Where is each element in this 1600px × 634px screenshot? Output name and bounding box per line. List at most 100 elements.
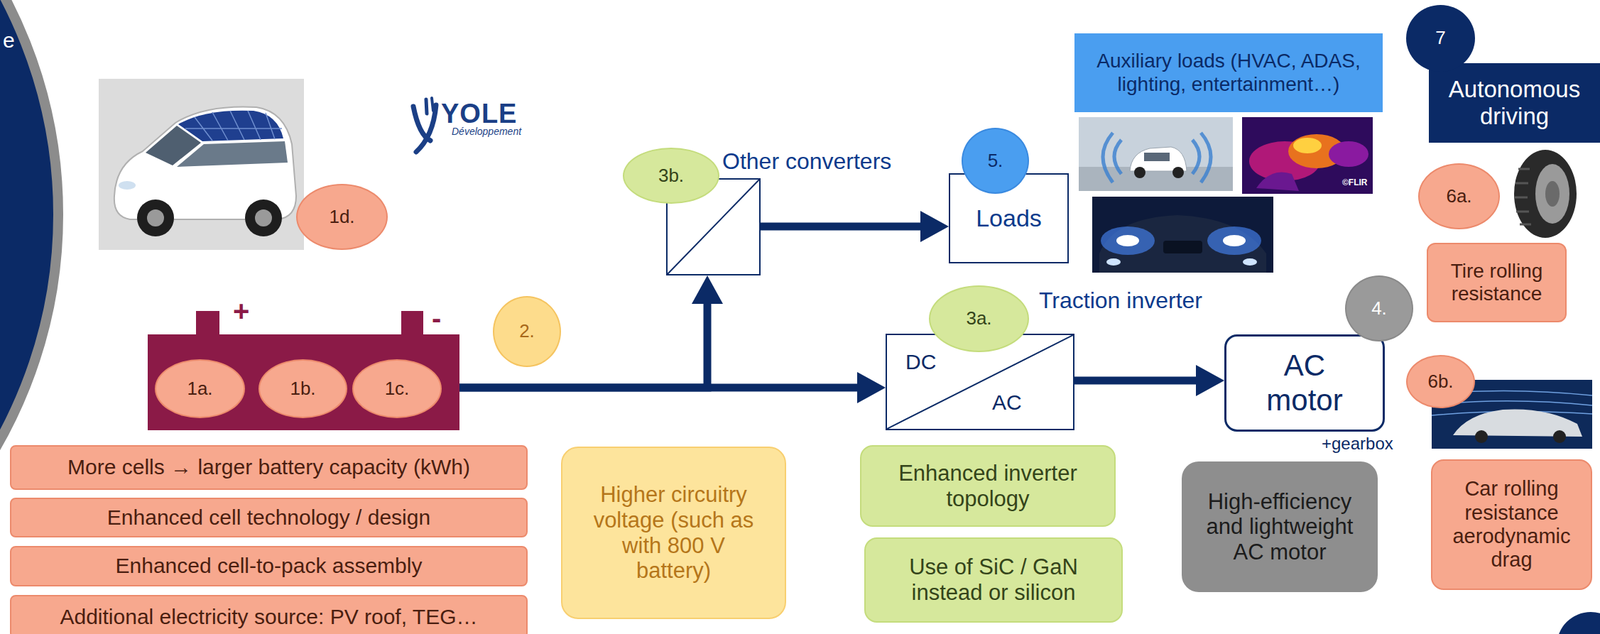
improvement-box: Higher circuitry voltage (such as with 8… (561, 446, 787, 620)
text-block: 1b. (289, 378, 316, 400)
improvement-box: Additional electricity source: PV roof, … (9, 595, 528, 634)
box-label: Car rolling resistance aerodynamic drag (1439, 477, 1584, 572)
headlight-photo (1163, 240, 1203, 254)
callout-number: 1b. (289, 378, 316, 400)
text-block: 3a. (965, 308, 992, 330)
inverter-label: Traction inverter (1038, 287, 1203, 314)
headlight-photo (1207, 226, 1262, 255)
wind-tunnel-photo (1475, 430, 1488, 444)
headlight-photo (1116, 235, 1140, 247)
converter-diagonal (667, 179, 760, 275)
solar-car-photo (118, 181, 136, 190)
solar-car-photo (98, 78, 304, 250)
box-label: Loads (975, 204, 1042, 233)
headlight-photo (1092, 196, 1274, 273)
tire-photo (1514, 169, 1532, 225)
solar-car-photo (178, 110, 284, 142)
text-block: 6b. (1427, 371, 1453, 393)
text-block: Additional electricity source: PV roof, … (59, 605, 478, 630)
topic-box: Autonomous driving (1428, 63, 1600, 143)
box-label: Autonomous driving (1434, 75, 1595, 130)
text-block: 5. (987, 150, 1004, 172)
connector-arrow (760, 222, 921, 231)
callout-number: 3b. (658, 165, 684, 187)
callout-number: 4. (1345, 275, 1414, 342)
improvement-box: Enhanced cell technology / design (9, 497, 528, 538)
box-label: Higher circuitry voltage (such as with 8… (585, 482, 763, 584)
text-block: Autonomous driving (1434, 75, 1595, 130)
callout-number: 5. (961, 127, 1030, 194)
improvement-box: Enhanced cell-to-pack assembly (9, 546, 528, 587)
text-block: 4. (1371, 298, 1387, 320)
text-block: 6a. (1445, 186, 1472, 208)
headlight-photo (1242, 258, 1257, 266)
solar-car-photo (147, 209, 165, 227)
solar-car-photo (185, 110, 282, 141)
text-block: Enhanced inverter topology (868, 460, 1108, 512)
box-label: High-efficiency and lightweight AC motor (1190, 489, 1370, 566)
motor-box: AC motor+gearbox (1224, 334, 1385, 432)
adas-photo (1134, 166, 1146, 179)
box-label: Enhanced inverter topology (868, 460, 1108, 512)
improvement-box: Car rolling resistance aerodynamic drag (1430, 459, 1593, 591)
box-label: Additional electricity source: PV roof, … (59, 605, 478, 630)
info-box: Auxiliary loads (HVAC, ADAS, lighting, e… (1074, 33, 1383, 113)
tire-photo (1545, 181, 1560, 207)
adas-photo (1144, 152, 1170, 162)
callout-number: 2. (492, 296, 562, 368)
cell-ellipse: 1c. (352, 359, 442, 419)
logo-mark (413, 98, 437, 152)
solar-car-photo (137, 199, 174, 237)
solar-car-photo (98, 78, 304, 250)
section-circle: e (0, 0, 64, 634)
battery-terminal (401, 311, 424, 336)
text-block: Enhanced cell technology / design (107, 505, 431, 531)
section-text: e (2, 28, 15, 54)
battery-terminal (196, 311, 220, 336)
tire-photo (1514, 149, 1577, 238)
text-block: Car rolling resistance aerodynamic drag (1439, 477, 1584, 572)
adas-photo (1102, 132, 1211, 183)
improvement-box: Enhanced inverter topology (860, 445, 1116, 527)
solar-car-photo (254, 209, 272, 227)
terminal-sign: - (431, 301, 442, 335)
callout-number: 6b. (1406, 355, 1476, 409)
callout-number: 1a. (186, 378, 213, 400)
improvement-box: Use of SiC / GaN instead or silicon (864, 537, 1123, 623)
box-label: Tire rolling resistance (1433, 259, 1560, 306)
text-block: Use of SiC / GaN instead or silicon (872, 554, 1115, 606)
text-block: Enhanced cell-to-pack assembly (115, 553, 423, 579)
improvement-box: High-efficiency and lightweight AC motor (1181, 461, 1378, 593)
callout-number: 4. (1371, 298, 1387, 320)
port-label: DC (905, 350, 936, 375)
callout-number: 1d. (296, 183, 388, 250)
adas-photo (1078, 117, 1233, 192)
tire-photo (1535, 164, 1570, 224)
connector-arrow (1074, 377, 1196, 385)
corner-badge (1556, 612, 1600, 634)
adas-photo (1172, 166, 1184, 179)
port-label: AC (992, 390, 1022, 416)
tire-photo (1514, 149, 1577, 238)
text-block: 3b. (658, 165, 684, 187)
text-block: 1a. (186, 378, 213, 400)
callout-number: 6a. (1445, 186, 1472, 208)
text-block: 2. (519, 320, 535, 343)
callout-number: 3a. (928, 285, 1030, 353)
motor-note: +gearbox (1321, 433, 1394, 454)
callout-number: 1c. (384, 378, 410, 400)
text-block: High-efficiency and lightweight AC motor (1190, 489, 1370, 566)
callout-number: 6a. (1418, 163, 1500, 230)
logo-mark (431, 98, 434, 111)
improvement-box: More cells → larger battery capacity (kW… (9, 445, 528, 491)
improvement-box: Tire rolling resistance (1426, 242, 1567, 323)
box-label: More cells → larger battery capacity (kW… (67, 455, 471, 481)
text-block: 1d. (328, 206, 355, 228)
logo-text: YOLE (441, 99, 517, 130)
logo-text: Développement (451, 126, 522, 138)
box-label: Enhanced cell-to-pack assembly (115, 553, 423, 579)
thermal-photo (1328, 141, 1369, 167)
thermal-photo (1242, 117, 1373, 194)
headlight-photo (1092, 196, 1274, 273)
